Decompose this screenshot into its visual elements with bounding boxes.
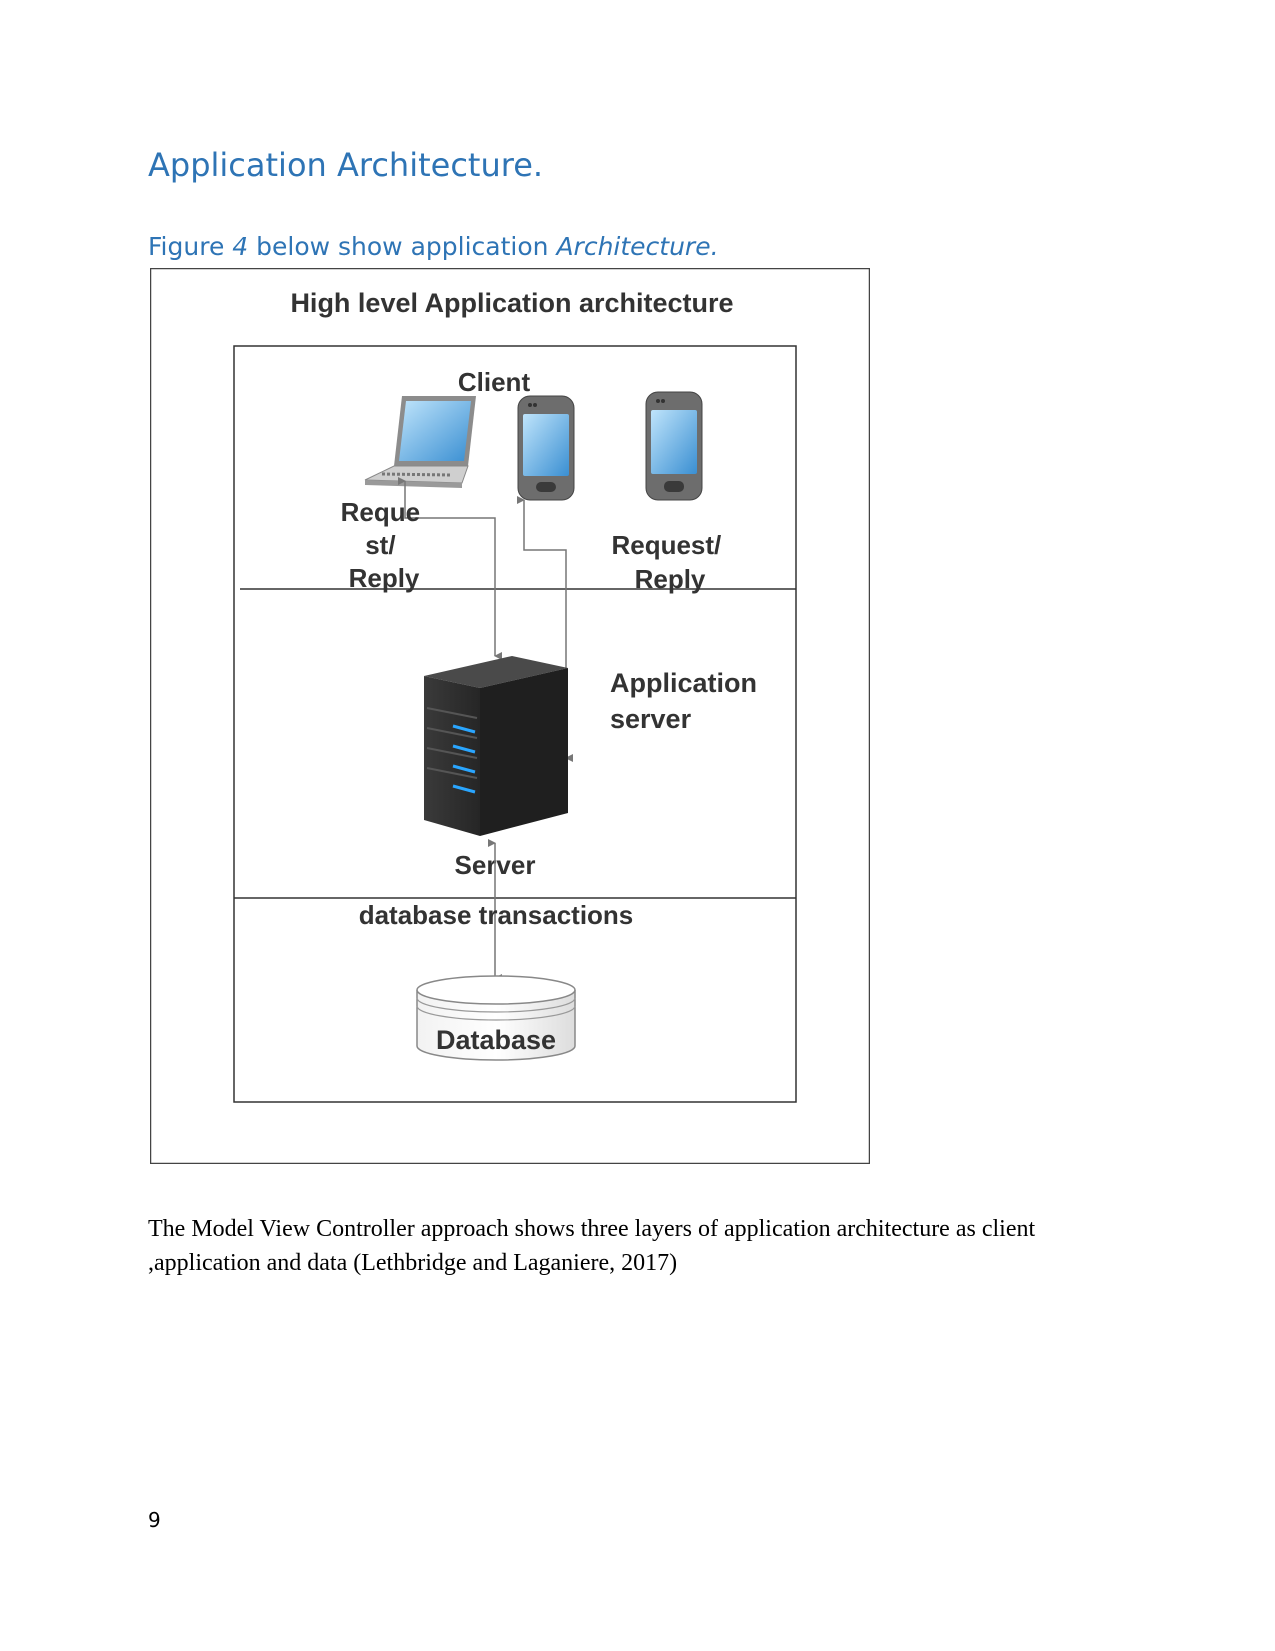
- laptop-server-connector: [398, 477, 502, 660]
- server-tower-icon: [424, 656, 568, 836]
- caption-text-2: below show application: [248, 232, 557, 261]
- figure-caption: Figure 4 below show application Architec…: [148, 232, 719, 261]
- page-number: 9: [148, 1508, 161, 1532]
- phone-server-connector: [517, 496, 573, 762]
- layers-box: [233, 345, 797, 1103]
- page-heading: Application Architecture.: [148, 146, 544, 184]
- caption-text-1: Figure: [148, 232, 233, 261]
- smartphone-icon-2: [645, 391, 703, 501]
- client-label: Client: [458, 367, 531, 397]
- caption-figure-number: 4: [232, 232, 249, 261]
- diagram-title: High level Application architecture: [290, 288, 733, 318]
- database-icon: [416, 975, 576, 1061]
- architecture-diagram: High level Application architecture Clie…: [150, 268, 870, 1164]
- caption-text-3: Architecture.: [556, 232, 719, 261]
- database-transactions-label: database transactions: [359, 900, 634, 930]
- application-server-label: Application server: [610, 668, 765, 734]
- request-reply-left-label: Reque st/ Reply: [341, 497, 428, 593]
- database-label: Database: [436, 1025, 556, 1055]
- body-paragraph: The Model View Controller approach shows…: [148, 1216, 1036, 1276]
- request-reply-right-label: Request/ Reply: [611, 530, 728, 594]
- smartphone-icon-1: [517, 395, 575, 501]
